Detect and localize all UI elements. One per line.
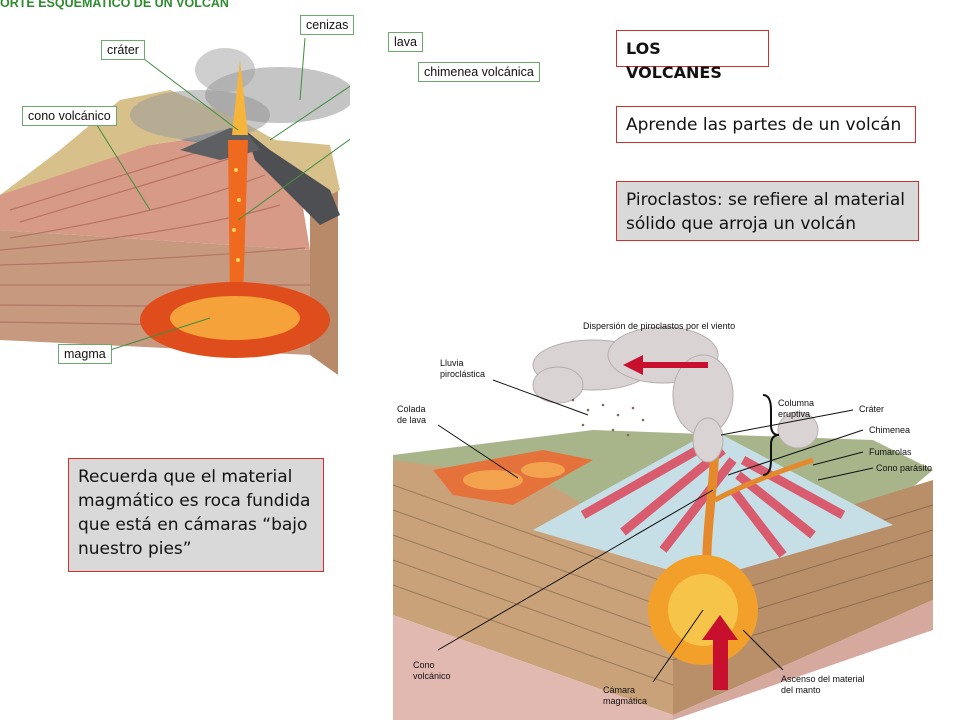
label-cono-parasito: Cono parásito: [876, 463, 933, 473]
label-cenizas: cenizas: [300, 15, 355, 35]
piroclastos-definition-box: Piroclastos: se refiere al material sóli…: [616, 181, 919, 241]
subtitle-box: Aprende las partes de un volcán: [616, 106, 916, 143]
label-crater: cráter: [101, 40, 145, 60]
label-cono-volcanico: cono volcánico: [22, 106, 117, 126]
pyroclast-dispersion-illustration: [392, 326, 934, 720]
diagram-heading: ORTE ESQUEMATICO DE UN VOLCAN: [0, 0, 229, 10]
label-dispersion-title: Dispersión de piroclastos por el viento: [583, 321, 736, 331]
label-camara-magmatica: Cámara magmática: [603, 685, 648, 706]
label-colada-de-lava: Colada de lava: [397, 404, 427, 425]
volcano-cross-section-illustration: [0, 37, 350, 375]
pyroclast-dispersion-diagram: Dispersión de piroclastos por el viento …: [343, 310, 960, 720]
volcano-cross-section-diagram: ORTE ESQUEMATICO DE UN VOLCAN: [0, 0, 355, 380]
label-magma: magma: [58, 344, 112, 364]
label-crater: Cráter: [859, 404, 885, 414]
label-lava: lava: [388, 32, 423, 52]
label-fumarolas: Fumarolas: [869, 447, 912, 457]
label-lluvia-piroclastica: Lluvia piroclástica: [440, 358, 486, 379]
label-chimenea-volcanica: chimenea volcánica: [418, 62, 540, 82]
label-columna-eruptiva: Columna eruptiva: [778, 398, 815, 419]
label-ascenso-manto: Ascenso del material del manto: [781, 674, 865, 695]
recuerda-note-box: Recuerda que el material magmático es ro…: [68, 458, 324, 572]
label-cono-volcanico-2: Cono volcánico: [413, 660, 451, 681]
label-chimenea: Chimenea: [869, 425, 911, 435]
page-title-box: LOS VOLCANES: [616, 30, 769, 82]
